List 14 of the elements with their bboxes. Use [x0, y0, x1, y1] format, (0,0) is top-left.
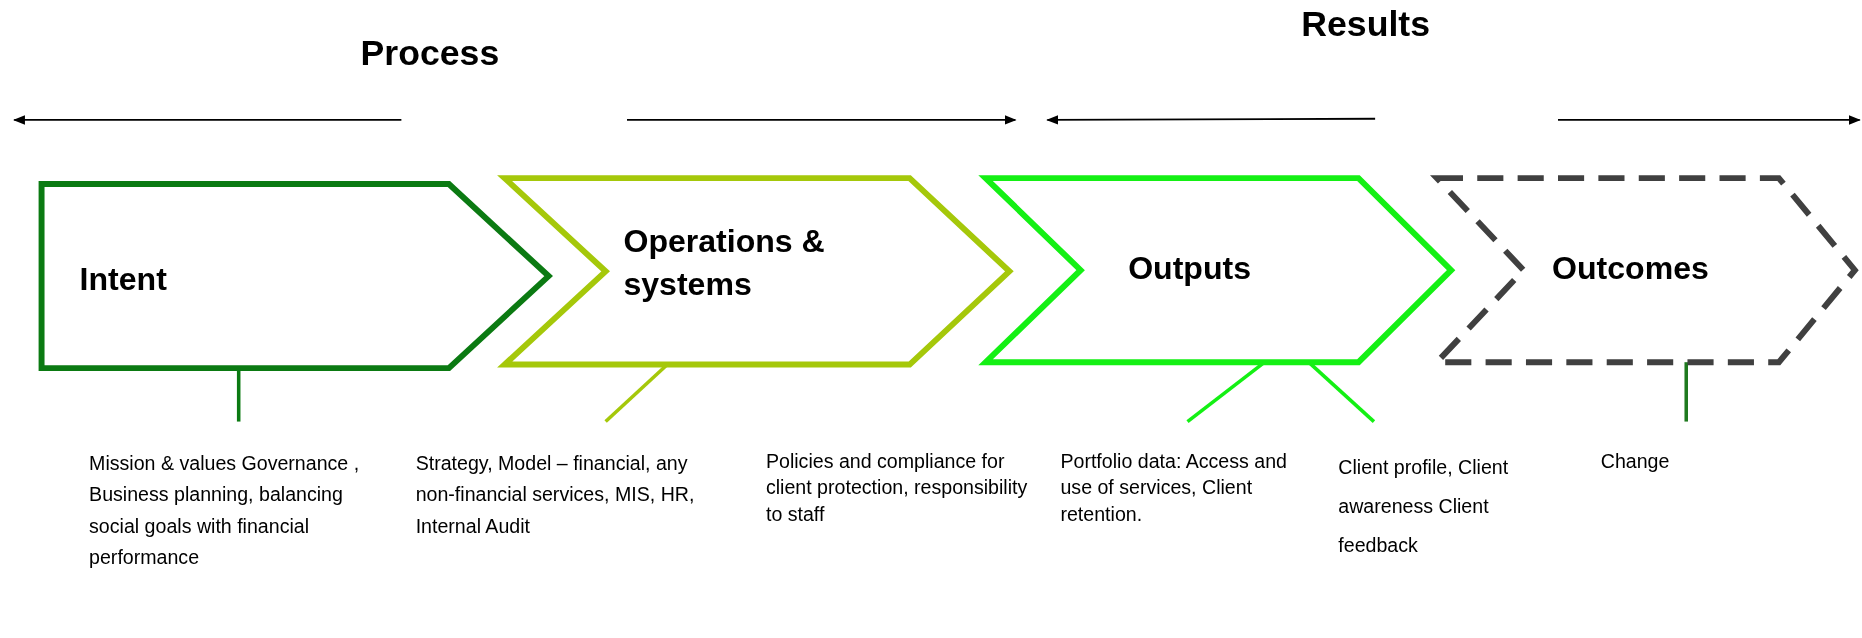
section-heading: Process [359, 33, 501, 74]
description-text: Mission & values Governance , Business planning, balancing social goals with financial performance [89, 451, 361, 570]
step-title: Outputs [1128, 249, 1252, 289]
step-title: Intent [79, 260, 168, 299]
description-text: Portfolio data: Access and use of services, Client retention. [1060, 449, 1288, 527]
leader-line [1684, 362, 1689, 422]
description-text: Change [1600, 449, 1671, 474]
description-text: Policies and compliance for client protection, responsibility to staff [765, 449, 1029, 527]
leader-line [236, 368, 241, 422]
description-text: Client profile, Client awareness Client feedback [1338, 455, 1510, 558]
step-title: Operations & systems [623, 222, 826, 305]
section-heading: Results [1300, 3, 1431, 44]
step-title: Outcomes [1552, 249, 1710, 289]
description-text: Strategy, Model – financial, any non-financial services, MIS, HR, Internal Audit [415, 451, 696, 539]
